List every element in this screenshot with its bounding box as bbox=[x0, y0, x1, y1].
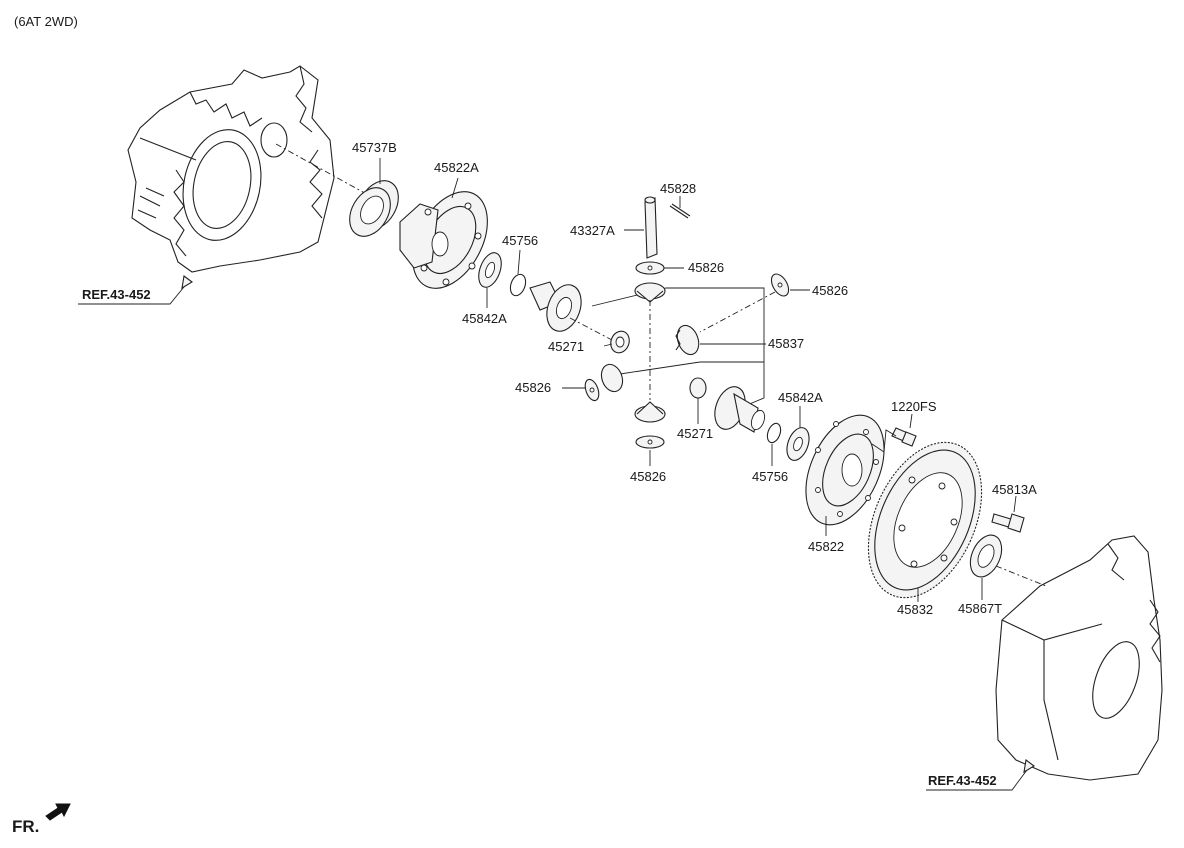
label-45828: 45828 bbox=[660, 181, 696, 196]
right-reference-arrow bbox=[1023, 759, 1035, 774]
right-reference-leader bbox=[926, 765, 1031, 791]
label-43327A: 43327A bbox=[570, 223, 615, 238]
right-transaxle-housing bbox=[995, 535, 1163, 781]
pinion-washer-45826-left bbox=[584, 378, 600, 402]
label-45826-right: 45826 bbox=[812, 283, 848, 298]
thrust-washer-45842A-left bbox=[478, 252, 502, 288]
label-45826-left: 45826 bbox=[515, 380, 551, 395]
axis-line-left bbox=[275, 143, 371, 197]
leader-1220FS bbox=[909, 413, 913, 429]
axis-line-pinion-right bbox=[699, 291, 776, 333]
pinion-shaft-43327A bbox=[644, 196, 658, 259]
label-45842A-left: 45842A bbox=[462, 311, 507, 326]
left-reference-leader bbox=[78, 281, 189, 305]
pinion-washer-45826-top bbox=[635, 261, 665, 275]
label-45842A-right: 45842A bbox=[778, 390, 823, 405]
leader-45271-left bbox=[603, 343, 613, 347]
label-45737B: 45737B bbox=[352, 140, 397, 155]
snap-ring-45756-bottom bbox=[766, 422, 782, 444]
pinion-washer-45826-bottom bbox=[635, 435, 665, 449]
side-gear-right bbox=[714, 386, 766, 433]
differential-case-45822A bbox=[399, 191, 488, 289]
label-45826-bottom: 45826 bbox=[630, 469, 666, 484]
label-45832: 45832 bbox=[897, 602, 933, 617]
label-45271-right: 45271 bbox=[677, 426, 713, 441]
ring-gear-45832 bbox=[867, 441, 983, 599]
leader-45813A bbox=[1013, 495, 1017, 513]
left-transaxle-housing bbox=[127, 65, 335, 273]
shim-45867T bbox=[969, 534, 1003, 578]
label-1220FS: 1220FS bbox=[891, 399, 937, 414]
label-45867T: 45867T bbox=[958, 601, 1002, 616]
bolt-1220FS bbox=[891, 427, 917, 447]
right-reference-label: REF.43-452 bbox=[928, 773, 997, 788]
label-45756-bottom: 45756 bbox=[752, 469, 788, 484]
left-reference-label: REF.43-452 bbox=[82, 287, 151, 302]
washer-45271-right bbox=[689, 377, 707, 399]
pinion-gear-lower bbox=[634, 401, 666, 423]
label-45826-top: 45826 bbox=[688, 260, 724, 275]
assembly-bracket-lower bbox=[619, 361, 764, 375]
label-45756-top: 45756 bbox=[502, 233, 538, 248]
leader-45756-top bbox=[517, 249, 521, 275]
label-45271-left: 45271 bbox=[548, 339, 584, 354]
axis-line-right bbox=[995, 565, 1047, 587]
pinion-gear-45837 bbox=[675, 324, 700, 356]
bearing-45737B bbox=[349, 180, 399, 237]
left-reference-arrow bbox=[181, 275, 193, 290]
leader-45822A bbox=[451, 177, 459, 199]
lock-pin-45828 bbox=[669, 203, 691, 219]
bolt-45813A bbox=[991, 513, 1025, 533]
bolt-1220FS-path bbox=[871, 429, 897, 453]
label-45822: 45822 bbox=[808, 539, 844, 554]
pinion-washer-45826-right bbox=[770, 273, 790, 297]
axis-line-side-gear bbox=[569, 317, 613, 341]
pinion-gear-left bbox=[600, 363, 624, 393]
snap-ring-45756-top bbox=[509, 273, 527, 297]
pinion-gear-upper bbox=[634, 282, 666, 303]
side-gear-left bbox=[529, 281, 582, 332]
label-45822A: 45822A bbox=[434, 160, 479, 175]
washer-45271-left bbox=[610, 330, 630, 354]
front-marker-label: FR. bbox=[12, 817, 39, 836]
diagram-title: (6AT 2WD) bbox=[14, 14, 78, 29]
label-45813A: 45813A bbox=[992, 482, 1037, 497]
differential-case-45822 bbox=[805, 414, 885, 526]
thrust-washer-45842A-right bbox=[786, 427, 810, 461]
label-45837: 45837 bbox=[768, 336, 804, 351]
front-direction-arrow-icon bbox=[45, 803, 71, 821]
